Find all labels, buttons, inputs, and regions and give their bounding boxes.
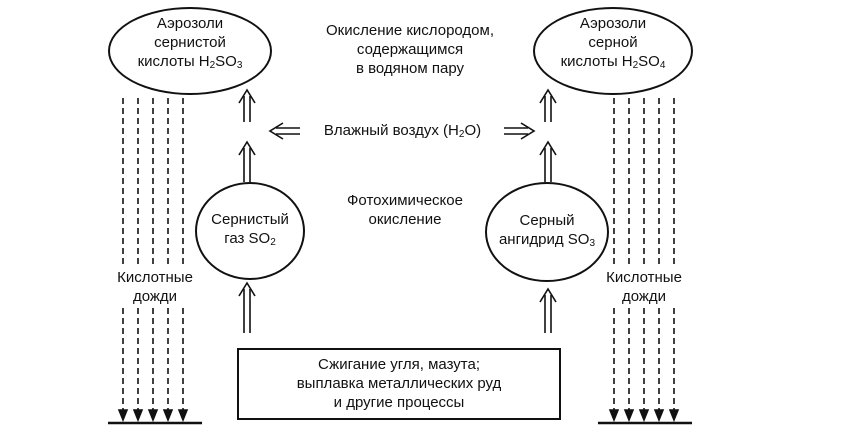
so2-gas-label: Сернистый газ SO2	[211, 211, 289, 248]
double-arrow-so2-to-junction	[238, 140, 256, 182]
double-arrow-source-to-so3	[539, 287, 557, 333]
double-arrow-humid-air-right	[504, 122, 536, 140]
emission-sources-label: Сжигание угля, мазута; выплавка металлич…	[296, 356, 502, 411]
aerosol-h2so3-label: Аэрозоли сернистой кислоты H2SO3	[137, 15, 243, 71]
double-arrow-source-to-so2	[238, 281, 256, 333]
so2-gas-ellipse	[195, 182, 305, 280]
so3-anhydride-label: Серный ангидрид SO3	[498, 212, 596, 249]
aerosol-h2so3-ellipse	[108, 7, 272, 95]
double-arrow-junction-to-h2so3	[238, 88, 256, 122]
aerosol-h2so4-ellipse	[533, 7, 693, 95]
double-arrow-junction-to-h2so4	[539, 88, 557, 122]
acid-rain-right-label: Кислотные дожди	[599, 268, 689, 306]
humid-air-label: Влажный воздух (H2O)	[323, 122, 482, 140]
aerosol-h2so4-label: Аэрозоли серной кислоты H2SO4	[560, 15, 666, 71]
so3-anhydride-ellipse	[485, 182, 609, 282]
acid-rain-arrows-left	[108, 98, 202, 425]
double-arrow-humid-air-left	[268, 122, 300, 140]
oxidation-note: Окисление кислородом, содержащимся в вод…	[325, 22, 494, 77]
emission-sources-box	[237, 348, 561, 420]
acid-rain-left-label: Кислотные дожди	[110, 268, 200, 306]
photochem-note: Фотохимическое окисление	[347, 192, 463, 228]
acid-rain-arrows-right	[598, 98, 692, 425]
double-arrow-so3-to-junction	[539, 140, 557, 182]
